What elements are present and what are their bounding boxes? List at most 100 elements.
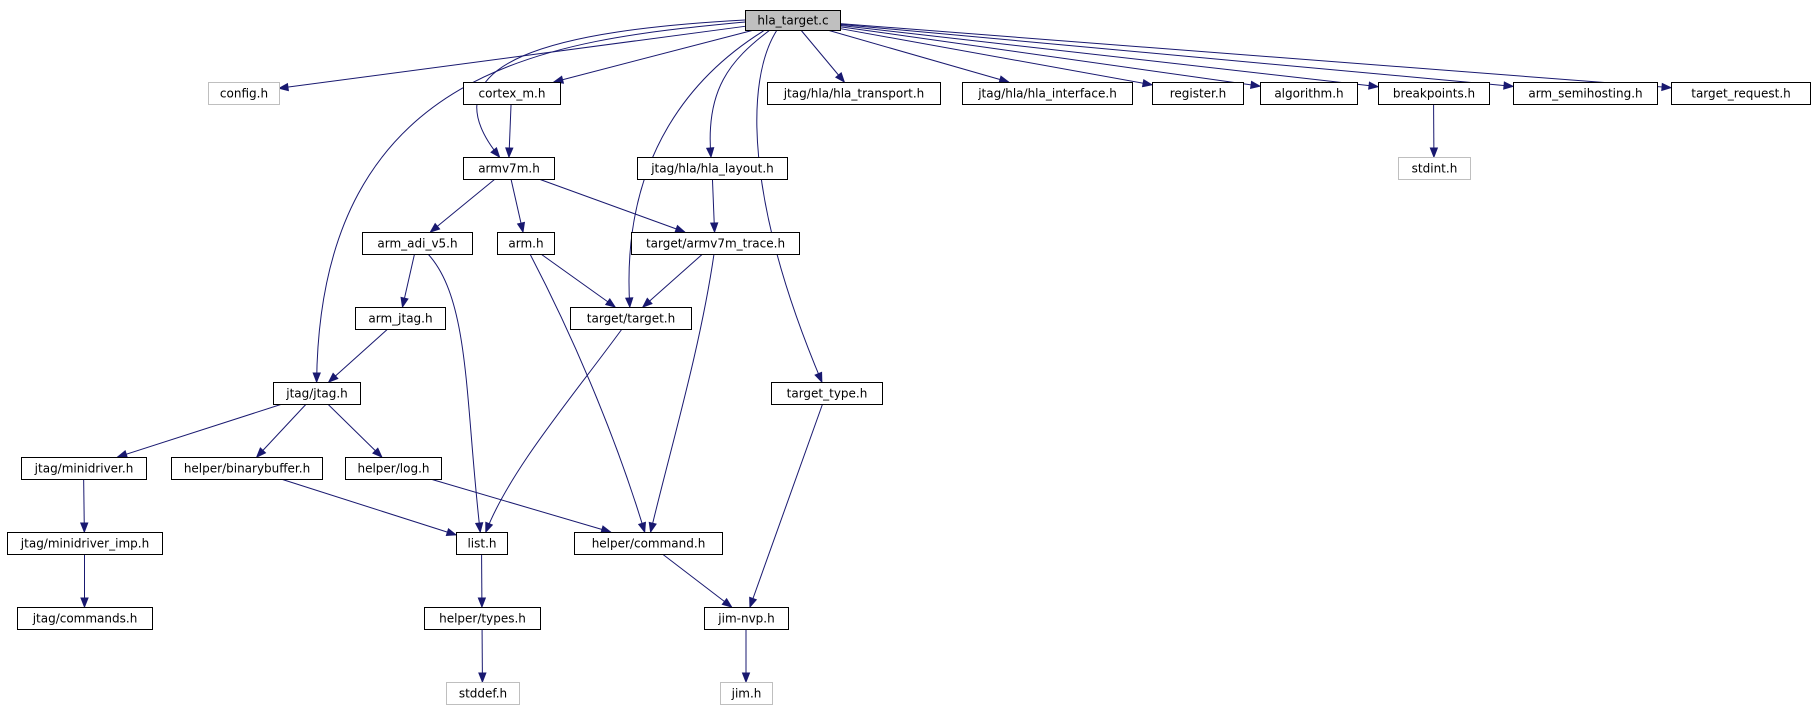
node-stdint-h-label: stdint.h: [1412, 162, 1458, 176]
node-command-h[interactable]: helper/command.h: [574, 532, 723, 555]
node-hla-interface-h-label: jtag/hla/hla_interface.h: [977, 87, 1117, 101]
nodes-layer: hla_target.c config.h cortex_m.h jtag/hla/h…: [7, 10, 1811, 705]
edge-hla-target-c-to-cortex-m-h: [553, 29, 755, 83]
edge-minidriver-h-to-minidriver-imp-h-arrowhead: [79, 522, 89, 534]
node-arm-jtag-h[interactable]: arm_jtag.h: [355, 307, 446, 330]
node-breakpoints-h-box: [1378, 82, 1490, 105]
edge-log-h-to-command-h-arrowhead: [600, 525, 612, 534]
node-register-h[interactable]: register.h: [1152, 82, 1244, 105]
node-arm-adi-v5-h-box: [362, 232, 473, 255]
node-hla-target-c[interactable]: hla_target.c: [745, 10, 841, 31]
node-algorithm-h-label: algorithm.h: [1274, 87, 1343, 101]
node-hla-target-c-label: hla_target.c: [757, 14, 828, 28]
node-commands-h[interactable]: jtag/commands.h: [17, 607, 153, 630]
node-target-type-h[interactable]: target_type.h: [771, 382, 883, 405]
edge-armv7m-trace-h-to-target-target-h: [642, 253, 703, 308]
edge-hla-target-c-to-register-h-arrowhead: [1141, 78, 1154, 88]
node-cortex-m-h-box: [463, 82, 561, 105]
node-register-h-label: register.h: [1170, 87, 1227, 101]
node-armv7m-h-box: [463, 157, 555, 180]
edge-hla-target-c-to-hla-transport-h-arrowhead: [834, 71, 846, 84]
node-arm-semihosting-h[interactable]: arm_semihosting.h: [1513, 82, 1658, 105]
node-list-h-box: [456, 532, 508, 555]
edge-armv7m-h-to-arm-adi-v5-h: [430, 178, 496, 233]
edge-hla-target-c-to-target-target-h-arrowhead: [624, 297, 634, 309]
edge-arm-h-to-target-target-h-arrowhead: [604, 298, 617, 308]
node-config-h: config.h: [208, 82, 280, 105]
node-hla-layout-h-box: [637, 157, 788, 180]
node-hla-interface-h[interactable]: jtag/hla/hla_interface.h: [962, 82, 1133, 105]
node-arm-jtag-h-box: [355, 307, 446, 330]
node-armv7m-trace-h[interactable]: target/armv7m_trace.h: [631, 232, 800, 255]
node-target-request-h[interactable]: target_request.h: [1671, 82, 1811, 105]
node-hla-target-c-box: [745, 10, 841, 31]
node-command-h-label: helper/command.h: [592, 537, 706, 551]
edge-arm-adi-v5-h-to-list-h: [427, 253, 481, 533]
edge-hla-target-c-to-config-h-arrowhead: [277, 82, 289, 92]
node-minidriver-imp-h[interactable]: jtag/minidriver_imp.h: [7, 532, 163, 555]
edge-arm-jtag-h-to-jtag-jtag-h: [328, 328, 389, 383]
node-armv7m-trace-h-label: target/armv7m_trace.h: [646, 237, 785, 251]
node-hla-layout-h[interactable]: jtag/hla/hla_layout.h: [637, 157, 788, 180]
node-arm-semihosting-h-label: arm_semihosting.h: [1528, 87, 1642, 101]
node-stddef-h-label: stddef.h: [459, 687, 507, 701]
edge-armv7m-h-to-arm-adi-v5-h-arrowhead: [429, 222, 441, 233]
node-arm-adi-v5-h[interactable]: arm_adi_v5.h: [362, 232, 473, 255]
node-log-h[interactable]: helper/log.h: [345, 457, 442, 480]
edge-arm-adi-v5-h-to-arm-jtag-h-arrowhead: [400, 296, 409, 309]
edge-hla-target-c-to-arm-semihosting-h-arrowhead: [1503, 81, 1515, 90]
edge-hla-target-c-to-target-type-h: [756, 29, 823, 383]
edge-jtag-jtag-h-to-log-h: [327, 403, 383, 458]
node-minidriver-h[interactable]: jtag/minidriver.h: [21, 457, 147, 480]
node-hla-transport-h[interactable]: jtag/hla/hla_transport.h: [767, 82, 941, 105]
edge-target-type-h-to-jim-nvp-h-arrowhead: [749, 596, 758, 609]
node-minidriver-imp-h-label: jtag/minidriver_imp.h: [20, 537, 149, 551]
node-jim-nvp-h[interactable]: jim-nvp.h: [704, 607, 789, 630]
node-arm-h[interactable]: arm.h: [497, 232, 555, 255]
edge-minidriver-imp-h-to-commands-h-arrowhead: [80, 597, 89, 609]
edge-hla-target-c-to-hla-interface-h: [827, 29, 1009, 83]
node-types-h[interactable]: helper/types.h: [424, 607, 541, 630]
node-armv7m-h-label: armv7m.h: [478, 162, 540, 176]
node-algorithm-h[interactable]: algorithm.h: [1260, 82, 1358, 105]
node-jtag-jtag-h[interactable]: jtag/jtag.h: [273, 382, 361, 405]
node-jim-h-box: [720, 682, 773, 705]
node-armv7m-h[interactable]: armv7m.h: [463, 157, 555, 180]
edge-armv7m-trace-h-to-target-target-h-arrowhead: [641, 297, 653, 308]
node-jim-nvp-h-label: jim-nvp.h: [717, 612, 774, 626]
edge-armv7m-h-to-armv7m-trace-h: [538, 178, 685, 233]
node-hla-interface-h-box: [962, 82, 1133, 105]
node-binarybuffer-h[interactable]: helper/binarybuffer.h: [171, 457, 323, 480]
node-jim-nvp-h-box: [704, 607, 789, 630]
edge-hla-target-c-to-arm-semihosting-h: [839, 23, 1514, 87]
edge-hla-target-c-to-target-request-h-arrowhead: [1661, 82, 1673, 92]
node-list-h[interactable]: list.h: [456, 532, 508, 555]
edge-log-h-to-command-h: [430, 478, 611, 533]
node-command-h-box: [574, 532, 723, 555]
node-target-target-h-label: target/target.h: [587, 312, 675, 326]
edge-arm-adi-v5-h-to-list-h-arrowhead: [474, 522, 484, 534]
node-arm-h-box: [497, 232, 555, 255]
edge-arm-h-to-command-h: [529, 253, 646, 533]
edge-hla-target-c-to-breakpoints-h-arrowhead: [1368, 81, 1380, 90]
edge-binarybuffer-h-to-list-h: [280, 478, 457, 536]
edge-hla-target-c-to-hla-layout-h-arrowhead: [705, 147, 715, 159]
edge-armv7m-trace-h-to-command-h: [650, 253, 715, 533]
edge-jtag-jtag-h-to-log-h-arrowhead: [372, 447, 383, 458]
edge-arm-jtag-h-to-jtag-jtag-h-arrowhead: [327, 372, 339, 383]
edge-types-h-to-stddef-h-arrowhead: [478, 672, 487, 684]
edge-jtag-jtag-h-to-minidriver-h-arrowhead: [116, 450, 129, 459]
edge-hla-target-c-to-hla-interface-h-arrowhead: [998, 75, 1010, 84]
node-hla-transport-h-box: [767, 82, 941, 105]
edge-armv7m-trace-h-to-command-h-arrowhead: [648, 521, 657, 534]
node-target-target-h-box: [570, 307, 692, 330]
node-cortex-m-h[interactable]: cortex_m.h: [463, 82, 561, 105]
node-minidriver-imp-h-box: [7, 532, 163, 555]
node-stddef-h: stddef.h: [446, 682, 520, 705]
node-list-h-label: list.h: [467, 537, 496, 551]
node-config-h-box: [208, 82, 280, 105]
node-target-target-h[interactable]: target/target.h: [570, 307, 692, 330]
node-breakpoints-h[interactable]: breakpoints.h: [1378, 82, 1490, 105]
edge-cortex-m-h-to-armv7m-h-arrowhead: [505, 147, 514, 159]
